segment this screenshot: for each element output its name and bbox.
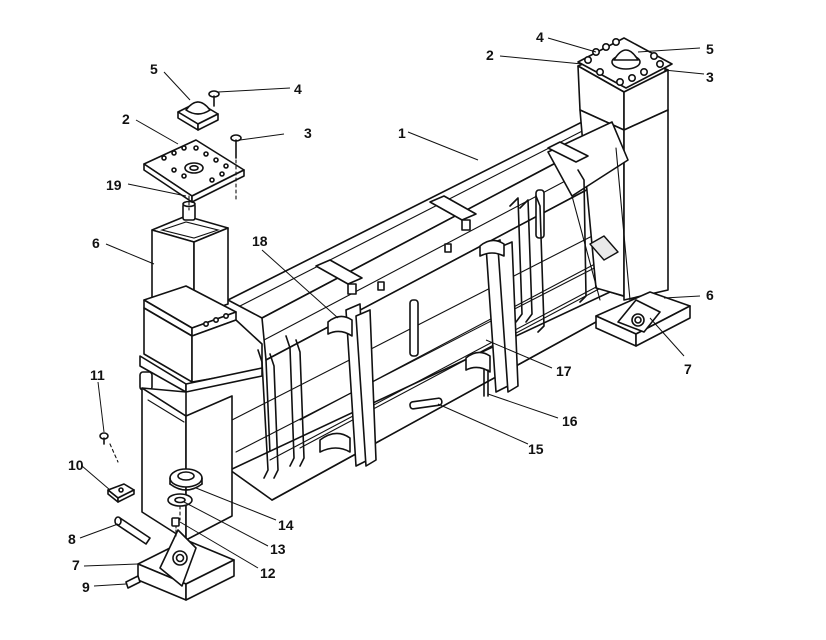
callout-6-left: 6: [92, 235, 100, 251]
left-exploded-top: [143, 90, 245, 211]
callout-3-right: 3: [706, 69, 714, 85]
callout-3-left: 3: [304, 125, 312, 141]
pin-8: [114, 516, 151, 545]
callout-7-left: 7: [72, 557, 80, 573]
callout-12: 12: [260, 565, 276, 581]
callout-4-right: 4: [536, 29, 544, 45]
callout-11: 11: [90, 367, 105, 383]
callout-14: 14: [278, 517, 294, 533]
callout-17: 17: [556, 363, 572, 379]
callout-labels: 1 2 2 3 3 4 4 5 5 6 6 7 7 8 9 10 11 12 1…: [68, 29, 714, 595]
callout-19: 19: [106, 177, 122, 193]
callout-2-left: 2: [122, 111, 130, 127]
callout-13: 13: [270, 541, 286, 557]
callout-18: 18: [252, 233, 268, 249]
left-small-parts: [99, 432, 203, 589]
callout-1: 1: [398, 125, 406, 141]
callout-8: 8: [68, 531, 76, 547]
right-plate-bolts: [583, 37, 664, 87]
left-bolt-4: [208, 90, 220, 107]
callout-10: 10: [68, 457, 84, 473]
leader-lines: [79, 37, 705, 587]
left-bolt-3: [230, 134, 242, 159]
bolt-12: [171, 517, 180, 537]
beam-attachments: [257, 141, 619, 479]
callout-7-right: 7: [684, 361, 692, 377]
bolt-11: [99, 432, 109, 445]
callout-15: 15: [528, 441, 544, 457]
callout-6-right: 6: [706, 287, 714, 303]
callout-16: 16: [562, 413, 578, 429]
left-column: [137, 200, 263, 601]
callout-4-left: 4: [294, 81, 302, 97]
left-plate-holes: [161, 145, 229, 183]
callout-2-right: 2: [486, 47, 494, 63]
callout-5-right: 5: [706, 41, 714, 57]
callout-9: 9: [82, 579, 90, 595]
callout-5-left: 5: [150, 61, 158, 77]
sleeve-9: [125, 575, 141, 589]
